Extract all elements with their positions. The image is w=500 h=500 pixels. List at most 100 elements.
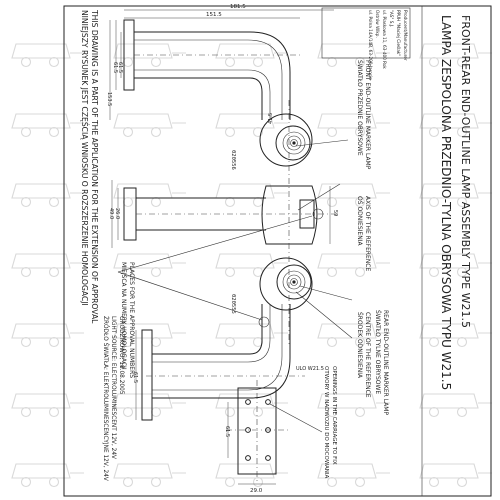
centre-pl: ŚRODEK ODNIESIENIA bbox=[356, 312, 363, 379]
dim-base-bottom: 29.0 bbox=[250, 488, 263, 494]
trailer-wheel bbox=[456, 56, 468, 68]
centre-label: ŚRODEK ODNIESIENIA CENTRE OF THE REFEREN… bbox=[356, 312, 371, 398]
front-marker-en: FRONT END-OUTLINE MARKER LAMP bbox=[364, 60, 371, 170]
trailer-wheel bbox=[354, 196, 366, 208]
manufacturer-box bbox=[321, 7, 411, 59]
trailer-wheel bbox=[20, 196, 32, 208]
trailer-body bbox=[11, 253, 84, 269]
lower-lamp-centre bbox=[292, 280, 296, 284]
leader-centre bbox=[295, 291, 353, 339]
leader-front-lamp bbox=[295, 139, 349, 147]
trailer-wheel bbox=[122, 476, 134, 488]
trailer-body bbox=[317, 323, 390, 339]
dim-base-width-1: 26.0 bbox=[114, 208, 120, 219]
trailer-body bbox=[317, 393, 390, 409]
dim-arm-height-2: 61.5 bbox=[117, 62, 123, 73]
trailer-icon bbox=[11, 183, 84, 208]
trailer-body bbox=[113, 393, 186, 409]
ulo-mark: ULO W21.5 bbox=[296, 366, 324, 372]
dim-mount-spacing: 59 bbox=[332, 210, 338, 216]
trailer-body bbox=[11, 183, 84, 199]
dim-flange-depth: 153.5 bbox=[106, 92, 112, 106]
trailer-icon bbox=[11, 463, 84, 488]
trailer-body bbox=[419, 323, 492, 339]
trailer-wheel bbox=[150, 336, 162, 348]
trailer-icon bbox=[11, 113, 84, 138]
trailer-icon bbox=[419, 43, 492, 68]
trailer-wheel bbox=[326, 406, 338, 418]
trailer-icon bbox=[215, 323, 288, 348]
holes-en: OPENINGS IN THE CARRIAGE TO FIX bbox=[331, 366, 337, 465]
axis-en: AXIS OF THE REFERENCE bbox=[364, 196, 371, 271]
fixing-hole bbox=[265, 427, 271, 433]
trailer-wheel bbox=[20, 476, 32, 488]
manufacturer-line4: ul. Piaskowa 11, 63-400 Rok bbox=[382, 10, 387, 69]
trailer-icon bbox=[215, 183, 288, 208]
trailer-icon bbox=[215, 463, 288, 488]
dimension-texts: 181.5 151.5 61.5 61.5 153.5 41.5 26.0 49… bbox=[106, 4, 338, 494]
trailer-wheel bbox=[122, 126, 134, 138]
trailer-body bbox=[419, 393, 492, 409]
trailer-wheel bbox=[224, 336, 236, 348]
trailer-body bbox=[317, 253, 390, 269]
trailer-wheel bbox=[48, 196, 60, 208]
trailer-icon bbox=[113, 253, 186, 278]
trailer-wheel bbox=[456, 406, 468, 418]
trailer-icon bbox=[215, 393, 288, 418]
trailer-wheel bbox=[252, 126, 264, 138]
fixing-hole bbox=[265, 455, 271, 461]
trailer-wheel bbox=[326, 126, 338, 138]
trailer-wheel bbox=[224, 406, 236, 418]
trailer-icon bbox=[215, 113, 288, 138]
trailer-wheel bbox=[48, 476, 60, 488]
trailer-wheel bbox=[150, 406, 162, 418]
trailer-wheel bbox=[224, 56, 236, 68]
homologation-note-en: THIS DRAWING IS A PART OF THE APPLICATIO… bbox=[90, 9, 99, 324]
axis-label: OŚ ODNIESIENIA AXIS OF THE REFERENCE bbox=[356, 196, 371, 271]
trailer-wheel bbox=[252, 476, 264, 488]
trailer-body bbox=[215, 463, 288, 479]
trailer-body bbox=[317, 43, 390, 59]
trailer-wheel bbox=[354, 126, 366, 138]
trailer-body bbox=[215, 43, 288, 59]
trailer-wheel bbox=[224, 196, 236, 208]
mount-plate bbox=[123, 187, 137, 241]
trailer-body bbox=[113, 43, 186, 59]
manufacturer-line6: ul. Polna 14A/14B, 63-200 Jarocin bbox=[368, 10, 373, 80]
trailer-body bbox=[11, 323, 84, 339]
centre-en: CENTRE OF THE REFERENCE bbox=[364, 312, 371, 398]
lower-arm-assembly bbox=[141, 257, 313, 421]
trailer-body bbox=[215, 253, 288, 269]
trailer-wheel bbox=[354, 336, 366, 348]
trailer-icon bbox=[419, 323, 492, 348]
upper-arm-assembly bbox=[123, 19, 313, 167]
trailer-icon bbox=[419, 183, 492, 208]
trailer-icon bbox=[113, 43, 186, 68]
trailer-body bbox=[113, 113, 186, 129]
trailer-wheel bbox=[48, 336, 60, 348]
trailer-wheel bbox=[456, 196, 468, 208]
trailer-body bbox=[419, 253, 492, 269]
trailer-body bbox=[113, 253, 186, 269]
trailer-body bbox=[215, 393, 288, 409]
source-en: LIGHT SOURCE: ELECTROLUMINESCENT 12V, 24… bbox=[110, 316, 116, 459]
trailer-wheel bbox=[20, 266, 32, 278]
source-pl: ŹRÓDŁO ŚWIATŁA: ELEKTROLUMINESCENCYJNE 1… bbox=[102, 316, 110, 481]
fixing-hole bbox=[245, 399, 251, 405]
trailer-body bbox=[215, 113, 288, 129]
trailer-body bbox=[419, 183, 492, 199]
trailer-body bbox=[419, 113, 492, 129]
trailer-wheel bbox=[428, 266, 440, 278]
title-main-en: FRONT-REAR END-OUTLINE LAMP ASSEMBLY TYP… bbox=[459, 15, 472, 328]
trailer-wheel bbox=[150, 266, 162, 278]
trailer-icon bbox=[113, 113, 186, 138]
drawing-date: GRODZIKOWO, 18.08.2005 bbox=[118, 316, 124, 395]
trailer-body bbox=[11, 463, 84, 479]
lower-lamp-ring-3 bbox=[290, 278, 298, 286]
trailer-wheel bbox=[428, 336, 440, 348]
trailer-icon bbox=[419, 393, 492, 418]
trailer-wheel bbox=[252, 56, 264, 68]
upper-lamp-ring-1 bbox=[282, 131, 306, 155]
dim-hole-spacing: 61.5 bbox=[224, 426, 230, 437]
upper-flange bbox=[123, 19, 135, 91]
